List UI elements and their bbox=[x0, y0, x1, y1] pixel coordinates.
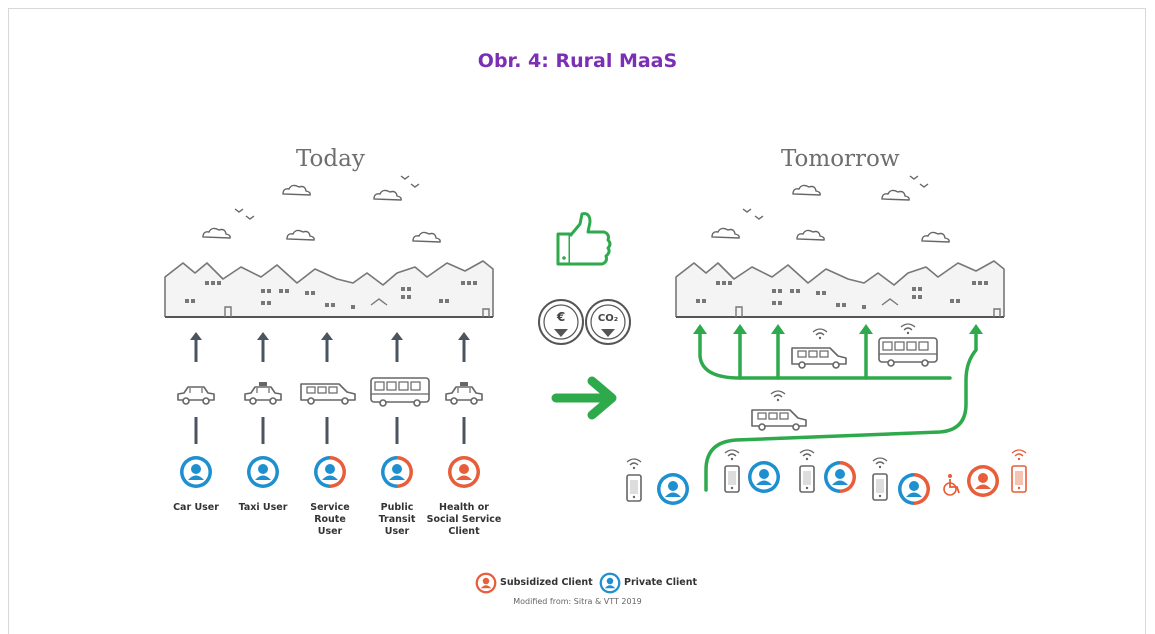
tomorrow-heading: Tomorrow bbox=[781, 146, 900, 172]
slide-frame bbox=[8, 8, 1146, 634]
green-route-lines bbox=[698, 328, 978, 492]
tomorrow-clients bbox=[626, 449, 1027, 505]
phone-icon bbox=[724, 465, 740, 493]
legend-private-label: Private Client bbox=[624, 577, 698, 588]
today-town bbox=[164, 260, 494, 318]
van-icon bbox=[791, 347, 847, 369]
wheelchair-icon bbox=[943, 474, 960, 496]
taxi-icon bbox=[446, 382, 482, 404]
label-public-transit-user: Public Transit User bbox=[352, 502, 442, 538]
private-client-icon bbox=[657, 473, 689, 505]
mixed-client-icon bbox=[898, 473, 930, 505]
wifi-icon bbox=[900, 323, 916, 335]
label-text: Service Route User bbox=[310, 502, 350, 537]
today-columns bbox=[177, 330, 482, 488]
page-title: Obr. 4: Rural MaaS bbox=[477, 50, 678, 72]
private-client-icon bbox=[180, 456, 212, 488]
today-sky bbox=[202, 175, 441, 243]
car-icon bbox=[177, 386, 215, 405]
green-arrowheads bbox=[693, 324, 983, 334]
source-credit: Modified from: Sitra & VTT 2019 bbox=[513, 597, 642, 606]
label-text: Health or Social Service Client bbox=[426, 502, 502, 537]
phone-icon bbox=[799, 465, 815, 493]
wifi-icon bbox=[812, 328, 828, 340]
wifi-icon bbox=[770, 390, 786, 402]
label-text: Public Transit User bbox=[378, 502, 416, 537]
today-heading: Today bbox=[296, 146, 365, 172]
wifi-icon bbox=[724, 449, 740, 461]
phone-icon bbox=[1011, 465, 1027, 493]
wifi-icon bbox=[1011, 449, 1027, 461]
tomorrow-town bbox=[675, 260, 1005, 318]
wifi-icon bbox=[626, 458, 642, 470]
private-client-icon bbox=[748, 461, 780, 493]
tomorrow-sky bbox=[711, 175, 950, 243]
label-service-route-user: Service Route User bbox=[285, 502, 375, 538]
mixed-client-icon bbox=[314, 456, 346, 488]
subsidized-client-icon bbox=[967, 465, 999, 497]
euro-cost-icon bbox=[538, 299, 584, 345]
wifi-icon bbox=[872, 457, 888, 469]
legend-private-icon bbox=[599, 572, 621, 594]
taxi-icon bbox=[245, 382, 281, 404]
thumbs-up-icon bbox=[556, 212, 612, 266]
phone-icon bbox=[872, 473, 888, 501]
mixed-client-icon bbox=[381, 456, 413, 488]
van-icon bbox=[300, 383, 356, 405]
green-right-arrow bbox=[551, 376, 617, 420]
private-client-icon bbox=[247, 456, 279, 488]
subsidized-client-icon bbox=[448, 456, 480, 488]
co2-emission-icon bbox=[585, 299, 631, 345]
label-car-user: Car User bbox=[173, 502, 219, 513]
euro-text: € bbox=[556, 310, 565, 324]
legend-subsidized-label: Subsidized Client bbox=[500, 577, 593, 588]
legend-subsidized-icon bbox=[475, 572, 497, 594]
bus-icon bbox=[878, 337, 938, 367]
wifi-icon bbox=[799, 449, 815, 461]
label-taxi-user: Taxi User bbox=[238, 502, 288, 513]
label-health-client: Health or Social Service Client bbox=[419, 502, 509, 538]
phone-icon bbox=[626, 474, 642, 502]
bus-icon bbox=[370, 377, 430, 407]
mixed-client-icon bbox=[824, 461, 856, 493]
van-icon bbox=[751, 409, 807, 431]
co2-text: CO₂ bbox=[598, 313, 618, 324]
